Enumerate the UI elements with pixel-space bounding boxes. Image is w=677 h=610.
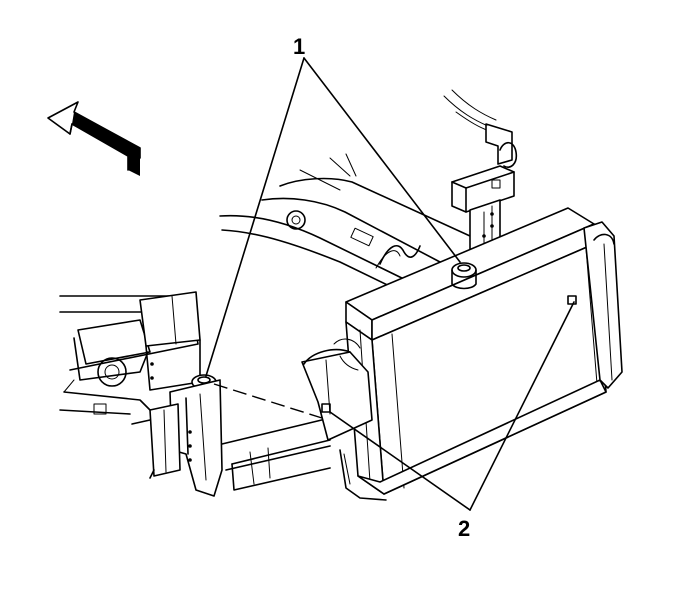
callout-leader-lines <box>205 57 575 511</box>
radiator <box>301 207 623 501</box>
lower-crossmember <box>221 417 331 491</box>
upper-right-bracket <box>443 89 518 251</box>
upper-crossmember <box>219 153 471 297</box>
callout-label-1: 1 <box>293 34 305 59</box>
callout-label-2: 2 <box>458 516 470 541</box>
lower-left-mount <box>131 374 223 497</box>
left-frame-rail <box>59 291 201 421</box>
alignment-line <box>213 383 323 419</box>
front-direction-arrow-icon <box>47 101 141 176</box>
